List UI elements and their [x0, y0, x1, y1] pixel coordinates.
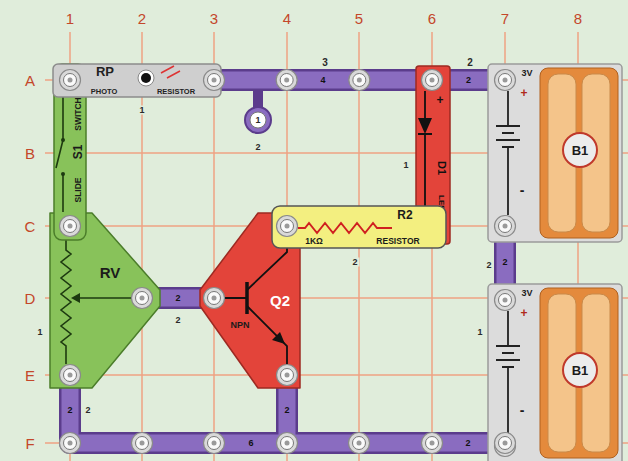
grid-coordinate: B	[25, 146, 35, 161]
battery-holder-body	[488, 284, 622, 461]
callout-number: 2	[173, 316, 182, 325]
callout-number: 2	[284, 406, 289, 415]
resistor: R2 1KΩ RESISTOR	[272, 206, 446, 248]
callout-number: 1	[137, 106, 146, 115]
callout-number: 2	[67, 406, 72, 415]
part-label: D1	[436, 161, 447, 175]
part-label: R2	[397, 209, 412, 221]
part-label: -	[520, 403, 525, 417]
part-label: B1	[572, 364, 589, 377]
wire-number: 2	[175, 294, 180, 303]
part-label: NPN	[230, 321, 249, 330]
wire-number: 2	[502, 258, 507, 267]
callout-number: 1	[475, 328, 484, 337]
grid-coordinate: F	[25, 436, 34, 451]
callout-number: 1	[35, 328, 44, 337]
part-label: PHOTO	[91, 88, 118, 96]
part-label: +	[520, 87, 527, 99]
grid-coordinate: C	[25, 219, 36, 234]
photo-resistor-body	[52, 62, 222, 98]
part-label: SLIDE	[74, 177, 83, 202]
part-label: RESISTOR	[157, 88, 195, 96]
part-label: -	[520, 183, 525, 197]
battery-holder-body	[488, 64, 622, 242]
callout-number: 2	[83, 406, 92, 415]
wire-number: 2	[466, 76, 471, 85]
callout-number: 3	[320, 58, 330, 68]
part-label: +	[520, 307, 527, 319]
snap-points	[60, 433, 443, 454]
callout-number: 1	[255, 116, 260, 125]
grid-coordinate: 7	[501, 11, 509, 26]
callout-number: 2	[350, 258, 359, 267]
callout-number: 6	[248, 439, 253, 448]
callout-number: 2	[465, 58, 475, 68]
callout-number: 1	[401, 161, 410, 170]
resistor-body	[272, 206, 446, 248]
part-label: Q2	[270, 293, 290, 308]
part-label: 1KΩ	[305, 237, 323, 246]
wire-number: 4	[320, 76, 325, 85]
grid-coordinate: D	[25, 291, 36, 306]
grid-coordinate: 4	[283, 11, 291, 26]
part-label: RV	[100, 265, 121, 280]
part-label: S1	[72, 145, 84, 160]
grid-coordinate: 6	[428, 11, 436, 26]
battery-holder: 3V + - B1	[488, 64, 622, 242]
grid-lines	[45, 32, 628, 461]
callout-number: 2	[484, 261, 493, 270]
part-label: B1	[572, 144, 589, 157]
grid-coordinate: 2	[138, 11, 146, 26]
grid-coordinate: 3	[210, 11, 218, 26]
grid-coordinate: 8	[574, 11, 582, 26]
spacer-snap	[245, 88, 271, 133]
part-label: RP	[96, 65, 114, 78]
part-label: 3V	[521, 69, 532, 78]
grid-coordinate: E	[25, 368, 35, 383]
grid-coordinate: 5	[355, 11, 363, 26]
grid-coordinate: A	[25, 73, 35, 88]
snap-wire	[214, 70, 432, 91]
callout-number: 2	[465, 439, 470, 448]
part-label: SWITCH	[74, 97, 83, 131]
grid-coordinate: 1	[66, 11, 74, 26]
part-label: RESISTOR	[376, 237, 419, 246]
part-label: 3V	[521, 289, 532, 298]
part-label: +	[436, 94, 443, 106]
battery-holder: 3V + - B1	[488, 284, 622, 461]
callout-number: 2	[253, 143, 262, 152]
photo-resistor: RP PHOTO RESISTOR	[52, 62, 222, 98]
